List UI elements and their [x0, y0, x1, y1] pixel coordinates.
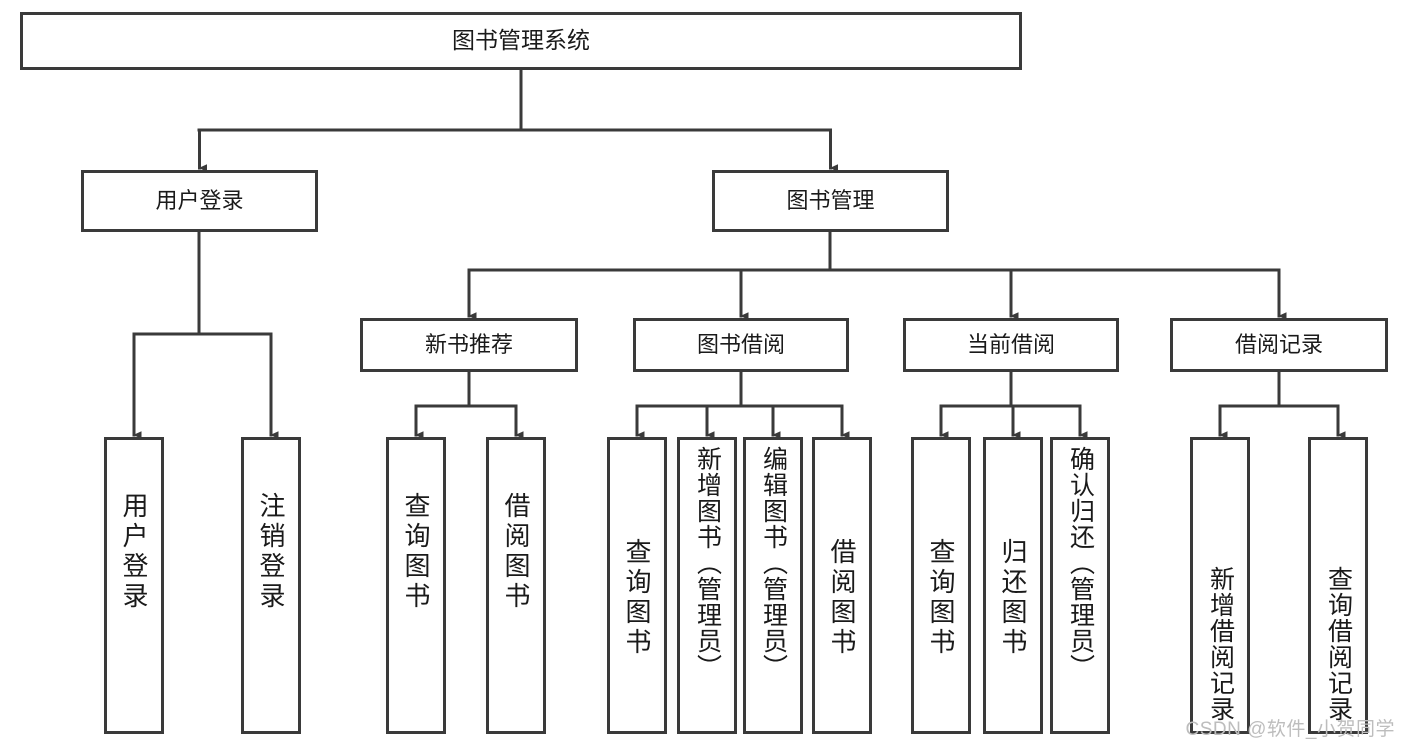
node-label: 借阅图书	[827, 538, 857, 658]
node-root[interactable]: 图书管理系统	[20, 12, 1022, 70]
node-label: 图书借阅	[696, 331, 785, 357]
node-new-book-recommend[interactable]: 新书推荐	[360, 318, 578, 372]
node-label: 图书管理	[786, 187, 875, 213]
node-label: 借阅记录	[1234, 331, 1323, 357]
node-label: 当前借阅	[966, 331, 1055, 357]
node-label: 查询借阅记录	[1324, 566, 1353, 722]
node-label: 查询图书	[622, 538, 652, 658]
node-leaf-add-book-admin[interactable]: 新增图书（管理员）	[677, 437, 737, 734]
node-leaf-edit-book-admin[interactable]: 编辑图书（管理员）	[743, 437, 803, 734]
node-label: 归还图书	[998, 538, 1028, 658]
node-label: 新书推荐	[424, 331, 513, 357]
node-leaf-borrow-book-1[interactable]: 借阅图书	[486, 437, 546, 734]
node-label: 用户登录	[155, 187, 244, 213]
node-label: 图书管理系统	[452, 27, 590, 54]
csdn-watermark: CSDN @软件_小贺同学	[1185, 719, 1395, 740]
node-label: 确认归还（管理员）	[1066, 446, 1095, 680]
node-current-borrow[interactable]: 当前借阅	[903, 318, 1119, 372]
node-leaf-confirm-return-admin[interactable]: 确认归还（管理员）	[1050, 437, 1110, 734]
node-label: 注销登录	[256, 492, 286, 612]
node-user-login[interactable]: 用户登录	[81, 170, 318, 232]
node-leaf-logout-login[interactable]: 注销登录	[241, 437, 301, 734]
node-borrow-record[interactable]: 借阅记录	[1170, 318, 1388, 372]
node-leaf-return-book[interactable]: 归还图书	[983, 437, 1043, 734]
node-leaf-query-book-2[interactable]: 查询图书	[607, 437, 667, 734]
node-book-manage[interactable]: 图书管理	[712, 170, 949, 232]
node-book-borrow[interactable]: 图书借阅	[633, 318, 849, 372]
node-label: 借阅图书	[501, 492, 531, 612]
node-label: 用户登录	[119, 492, 149, 612]
node-label: 编辑图书（管理员）	[759, 446, 788, 680]
node-leaf-user-login[interactable]: 用户登录	[104, 437, 164, 734]
node-leaf-add-borrow-record[interactable]: 新增借阅记录	[1190, 437, 1250, 734]
node-label: 新增图书（管理员）	[693, 446, 722, 680]
node-leaf-query-book-3[interactable]: 查询图书	[911, 437, 971, 734]
node-leaf-query-borrow-record[interactable]: 查询借阅记录	[1308, 437, 1368, 734]
node-label: 新增借阅记录	[1206, 566, 1235, 722]
node-leaf-query-book-1[interactable]: 查询图书	[386, 437, 446, 734]
node-label: 查询图书	[401, 492, 431, 612]
node-leaf-borrow-book-2[interactable]: 借阅图书	[812, 437, 872, 734]
node-label: 查询图书	[926, 538, 956, 658]
